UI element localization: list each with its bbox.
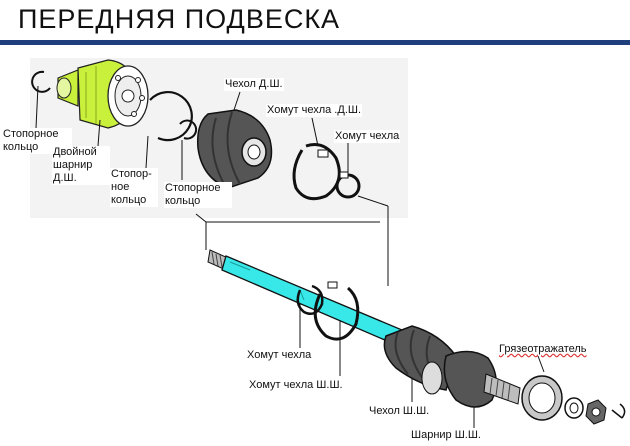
dust-deflector-label: Грязеотражатель (498, 343, 588, 356)
inner-boot-clamp-label: Хомут чехла .Д.Ш. (266, 104, 363, 117)
retaining-ring-3-label: Стопорное кольцо (164, 182, 232, 208)
retaining-ring-1-part (31, 70, 51, 93)
outer-clamp-buckle (327, 281, 338, 289)
outer-boot-clamp-part (313, 286, 360, 341)
double-joint-part (56, 59, 149, 129)
dust-deflector-part (521, 375, 563, 421)
inner-boot-label: Чехол Д.Ш. (224, 78, 284, 91)
double-joint-label: Двойной шарнир Д.Ш. (52, 146, 110, 185)
retaining-ring-2-part (149, 90, 193, 142)
title-divider (0, 40, 630, 45)
outer-joint-part (421, 350, 521, 408)
inner-boot-part (196, 109, 273, 189)
clamp-buckle (317, 149, 329, 158)
boot-clamp-label: Хомут чехла (334, 130, 401, 143)
shaft-boot-clamp-label: Хомут чехла (246, 349, 313, 362)
outer-joint-label: Шарнир Ш.Ш. (410, 429, 482, 442)
retaining-ring-3-part (179, 119, 198, 140)
outer-boot-label: Чехол Ш.Ш. (368, 405, 431, 418)
hub-nut-part (564, 397, 626, 425)
outer-boot-clamp-label: Хомут чехла Ш.Ш. (248, 379, 344, 392)
page-title: ПЕРЕДНЯЯ ПОДВЕСКА (18, 4, 341, 34)
retaining-ring-2-label: Стопор- ное кольцо (110, 168, 158, 207)
